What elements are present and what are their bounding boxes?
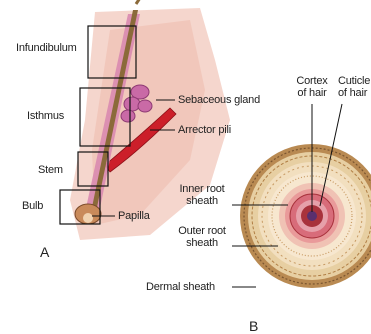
inner-root-line-1: Inner root xyxy=(170,183,234,195)
inner-root-line-2: sheath xyxy=(170,195,234,207)
label-isthmus: Isthmus xyxy=(27,110,64,122)
follicle-cross-section xyxy=(240,144,371,288)
panel-letter-a: A xyxy=(40,244,49,260)
outer-root-line-1: Outer root xyxy=(170,225,234,237)
label-infundibulum: Infundibulum xyxy=(16,42,77,54)
panel-letter-b: B xyxy=(249,318,258,334)
outer-root-line-2: sheath xyxy=(170,237,234,249)
label-sebaceous-gland: Sebaceous gland xyxy=(178,94,260,106)
dermal-papilla xyxy=(83,213,93,223)
cortex-line-1: Cortex xyxy=(292,75,332,87)
label-outer-root-sheath: Outer root sheath xyxy=(170,225,234,249)
cortex-line-2: of hair xyxy=(292,87,332,99)
label-bulb: Bulb xyxy=(22,200,43,212)
label-cuticle-of-hair: Cuticle of hair xyxy=(338,75,371,99)
label-papilla: Papilla xyxy=(118,210,150,222)
label-arrector-pili: Arrector pili xyxy=(178,124,231,136)
label-dermal-sheath: Dermal sheath xyxy=(146,281,215,293)
cuticle-line-1: Cuticle xyxy=(338,75,371,87)
label-cortex-of-hair: Cortex of hair xyxy=(292,75,332,99)
label-stem: Stem xyxy=(38,164,63,176)
cuticle-line-2: of hair xyxy=(338,87,371,99)
label-inner-root-sheath: Inner root sheath xyxy=(170,183,234,207)
